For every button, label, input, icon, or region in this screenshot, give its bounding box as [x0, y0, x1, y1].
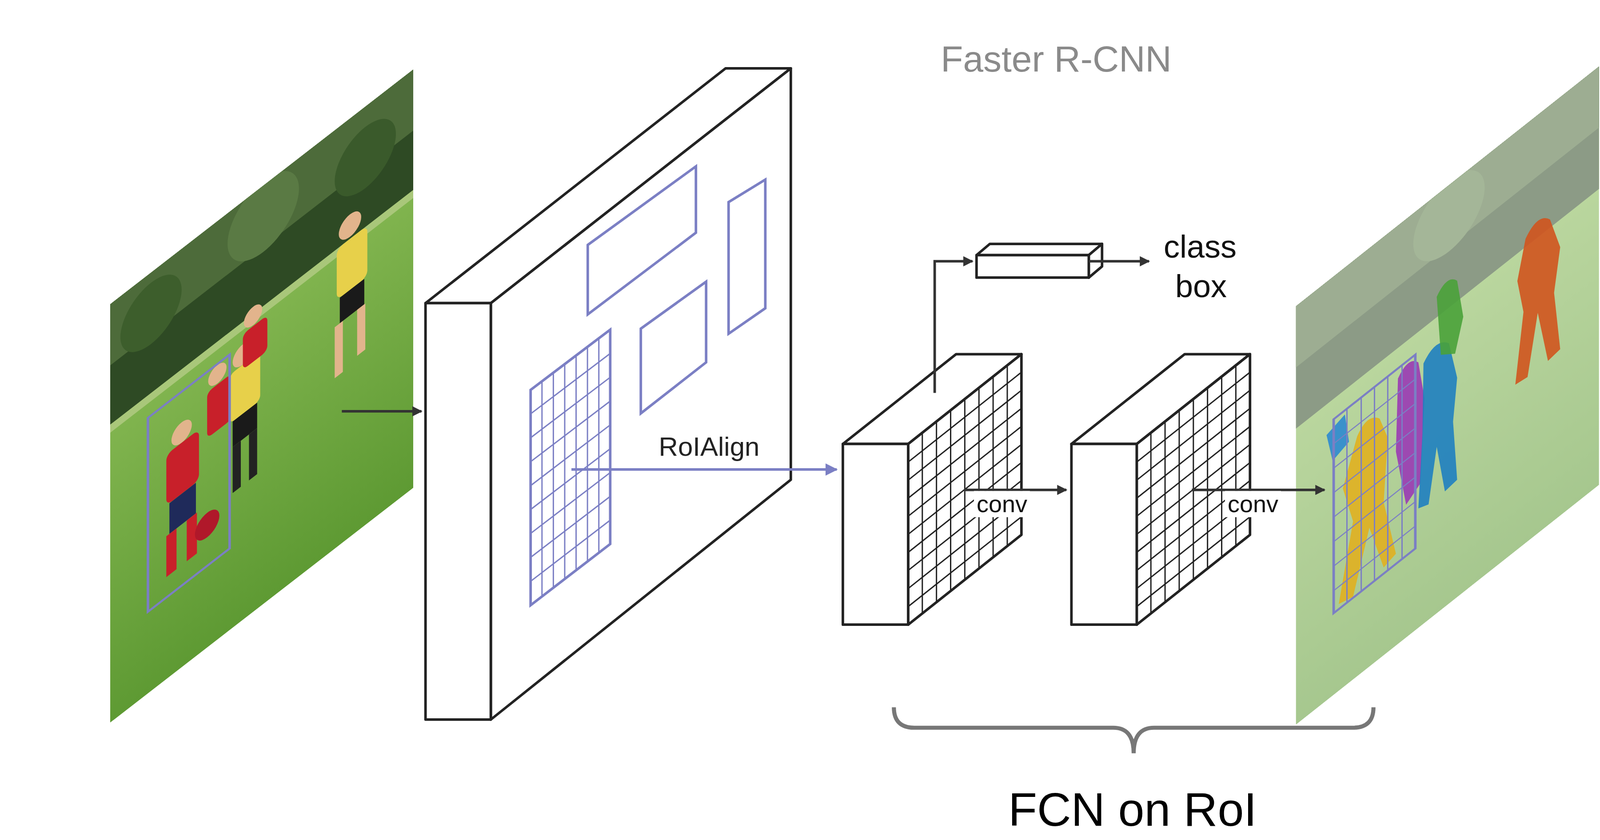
region-shape: [10, 4, 1286, 822]
output-label: class: [1163, 229, 1237, 265]
region-band: Faster R-CNN: [10, 4, 1286, 822]
operation-label: conv: [973, 490, 1030, 518]
region-title: Faster R-CNN: [940, 39, 1172, 80]
operation-label: RoIAlign: [658, 432, 760, 462]
operation-label: conv: [1224, 490, 1281, 518]
input-photo: [110, 64, 414, 723]
section-label: FCN on RoI: [1008, 783, 1257, 836]
feature-map: [425, 68, 791, 720]
output-photo: [1296, 61, 1600, 725]
brace: [893, 707, 1374, 754]
output-label: box: [1175, 268, 1227, 304]
